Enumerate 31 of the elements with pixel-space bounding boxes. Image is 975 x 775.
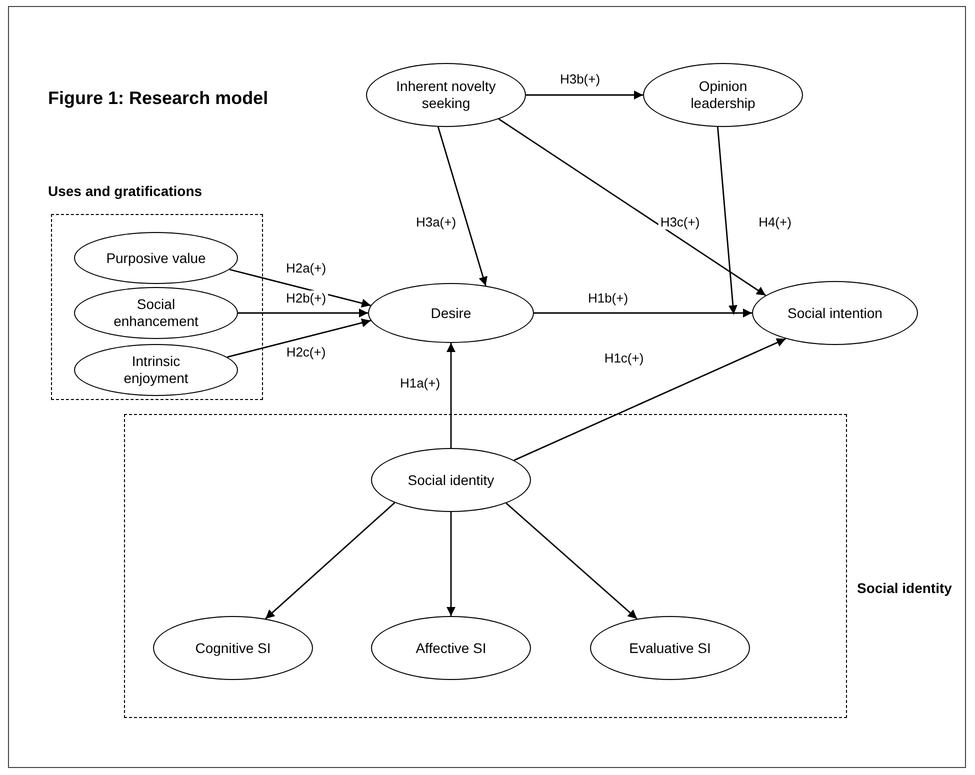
group-heading: Uses and gratifications bbox=[48, 183, 202, 199]
arrow bbox=[506, 502, 638, 620]
arrow bbox=[437, 126, 488, 286]
arrow bbox=[238, 308, 368, 318]
construct-ellipse: Inherent novelty seeking bbox=[366, 63, 526, 127]
arrow bbox=[265, 502, 396, 620]
construct-ellipse: Cognitive SI bbox=[153, 616, 313, 680]
arrow bbox=[446, 343, 456, 448]
arrow bbox=[526, 90, 643, 100]
arrow bbox=[229, 268, 371, 308]
arrow bbox=[498, 118, 766, 296]
construct-ellipse: Purposive value bbox=[74, 232, 238, 284]
edge-label: H2c(+) bbox=[284, 344, 328, 360]
arrow bbox=[534, 308, 752, 318]
arrow bbox=[227, 318, 371, 358]
construct-ellipse: Affective SI bbox=[371, 616, 531, 680]
construct-ellipse: Desire bbox=[368, 283, 534, 343]
construct-ellipse: Social intention bbox=[752, 281, 918, 345]
construct-ellipse: Intrinsic enjoyment bbox=[74, 344, 238, 396]
construct-ellipse: Social identity bbox=[371, 448, 531, 512]
edge-label: H4(+) bbox=[756, 214, 794, 230]
construct-ellipse: Opinion leadership bbox=[643, 63, 803, 127]
figure-title: Figure 1: Research model bbox=[48, 88, 268, 109]
construct-ellipse: Evaluative SI bbox=[590, 616, 750, 680]
arrow bbox=[514, 338, 786, 461]
construct-ellipse: Social enhancement bbox=[74, 287, 238, 339]
arrow bbox=[717, 126, 738, 314]
edge-label: H3c(+) bbox=[658, 214, 702, 230]
edge-label: H1c(+) bbox=[602, 350, 646, 366]
group-heading: Social identity bbox=[857, 580, 952, 596]
arrow bbox=[446, 512, 456, 616]
